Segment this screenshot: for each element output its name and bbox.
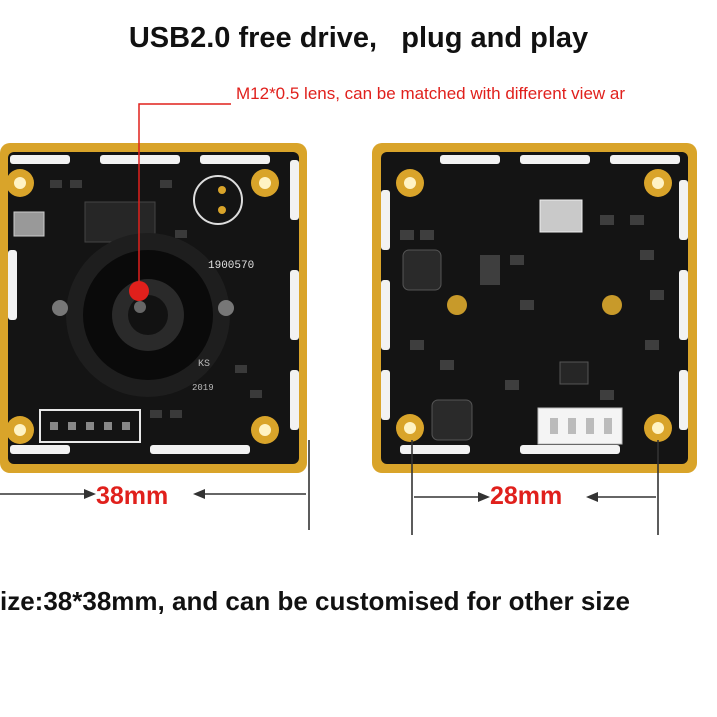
mounting-hole [6,169,279,444]
dimension-28mm [411,440,659,535]
silkscreen-serial: 1900570 [208,260,254,272]
lens-callout [129,103,231,301]
pin-header [39,409,141,443]
usb-connector [537,407,623,445]
camera-board-back [372,143,697,473]
mounting-hole [396,169,672,442]
dimension-label-28mm: 28mm [490,482,563,510]
silkscreen-year: 2019 [192,383,214,393]
dimension-38mm [0,440,310,530]
silkscreen-code: KS [198,359,210,370]
dimension-label-38mm: 38mm [96,482,169,510]
page-title: USB2.0 free drive, plug and play [128,22,589,54]
m12-lens [52,233,234,397]
camera-board-front [0,143,307,473]
size-note: ize:38*38mm, and can be customised for o… [0,586,630,616]
lens-note: M12*0.5 lens, can be matched with differ… [236,84,626,103]
